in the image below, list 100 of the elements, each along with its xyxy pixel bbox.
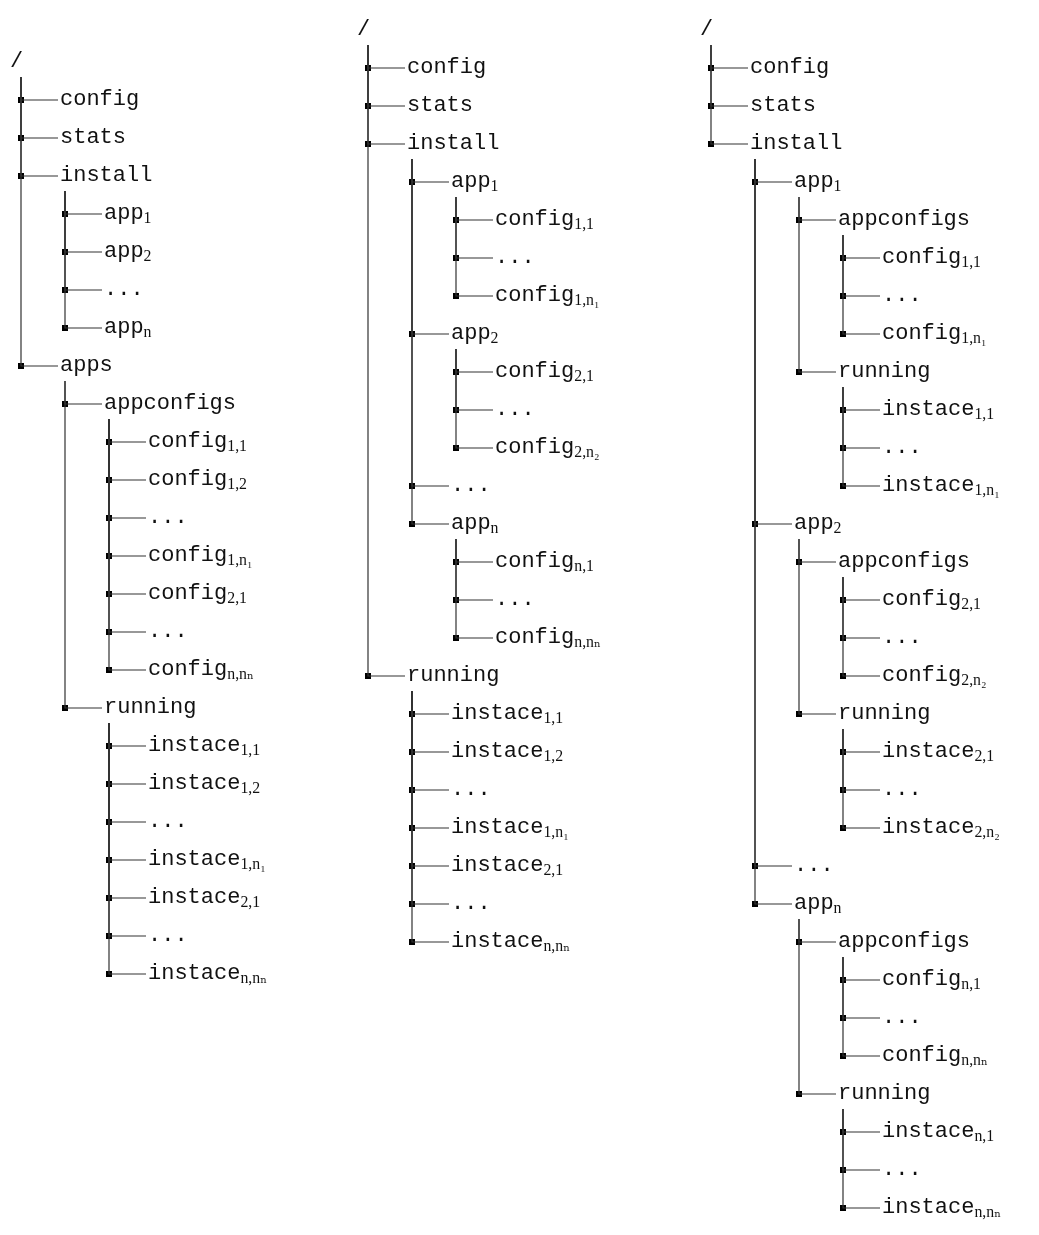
tree-item-label: config$_{n,nₙ}$: [148, 655, 254, 685]
tree-item-label: running: [838, 357, 931, 387]
tree-connector: [798, 196, 837, 373]
tree-item-label: app$_{2}$: [451, 319, 499, 349]
tree-item-label: ...: [882, 1155, 922, 1185]
tree-connector: [108, 722, 147, 975]
tree-item-label: config$_{1,1}$: [495, 205, 594, 235]
tree-item-label: ...: [451, 889, 491, 919]
tree-connector: [842, 956, 881, 1057]
tree-item-label: running: [838, 699, 931, 729]
tree-item-label: appconfigs: [838, 205, 971, 235]
tree-item-label: instace$_{n,nₙ}$: [148, 959, 268, 989]
tree-item-label: instace$_{n,nₙ}$: [882, 1193, 1002, 1223]
tree-item-label: appconfigs: [838, 927, 971, 957]
tree-item-label: ...: [148, 503, 188, 533]
root-directory-label: /: [357, 15, 371, 45]
tree-connector: [842, 386, 881, 487]
tree-item-label: config$_{2,1}$: [495, 357, 594, 387]
tree-item-label: running: [104, 693, 197, 723]
tree-item-label: config$_{1,1}$: [882, 243, 981, 273]
tree-item-label: instace$_{1,2}$: [451, 737, 564, 767]
tree-connector: [842, 728, 881, 829]
tree-connector: [455, 348, 494, 449]
tree-item-label: instace$_{1,1}$: [882, 395, 995, 425]
tree-item-label: ...: [104, 275, 144, 305]
tree-item-label: config$_{1,2}$: [148, 465, 247, 495]
tree-item-label: instace$_{2,1}$: [882, 737, 995, 767]
tree-item-label: running: [838, 1079, 931, 1109]
tree-item-label: app$_{1}$: [794, 167, 842, 197]
tree-item-label: ...: [882, 623, 922, 653]
tree-item-label: app$_{n}$: [794, 889, 842, 919]
tree-connector: [20, 76, 59, 367]
tree-item-label: config$_{2,n₂}$: [495, 433, 600, 463]
tree-item-label: app$_{n}$: [104, 313, 152, 343]
tree-item-label: running: [407, 661, 500, 691]
tree-item-label: config$_{2,1}$: [148, 579, 247, 609]
tree-connector: [367, 44, 406, 677]
tree-item-label: instace$_{1,1}$: [148, 731, 261, 761]
tree-item-label: config$_{n,1}$: [882, 965, 981, 995]
tree-item-label: config$_{1,1}$: [148, 427, 247, 457]
tree-item-label: ...: [148, 807, 188, 837]
tree-connector: [64, 190, 103, 329]
tree-item-label: stats: [60, 123, 126, 153]
tree-item-label: ...: [495, 585, 535, 615]
tree-item-label: config$_{1,n₁}$: [495, 281, 600, 311]
tree-connector: [842, 1108, 881, 1209]
root-directory-label: /: [700, 15, 714, 45]
tree-item-label: instace$_{2,n₂}$: [882, 813, 1000, 843]
tree-item-label: ...: [882, 775, 922, 805]
tree-item-label: app$_{1}$: [451, 167, 499, 197]
tree-connector: [411, 690, 450, 943]
tree-connector: [108, 418, 147, 671]
tree-item-label: stats: [407, 91, 473, 121]
tree-item-label: install: [750, 129, 843, 159]
tree-item-label: ...: [495, 243, 535, 273]
tree-item-label: ...: [794, 851, 834, 881]
tree-connector: [842, 234, 881, 335]
tree-item-label: config$_{1,n₁}$: [882, 319, 987, 349]
tree-item-label: config$_{2,n₂}$: [882, 661, 987, 691]
root-directory-label: /: [10, 47, 24, 77]
tree-item-label: config: [407, 53, 487, 83]
tree-item-label: config$_{n,nₙ}$: [495, 623, 601, 653]
tree-item-label: instace$_{1,2}$: [148, 769, 261, 799]
tree-item-label: ...: [451, 471, 491, 501]
tree-connector: [798, 538, 837, 715]
tree-item-label: instace$_{1,n₁}$: [882, 471, 1000, 501]
tree-item-label: ...: [882, 433, 922, 463]
tree-item-label: config$_{2,1}$: [882, 585, 981, 615]
tree-item-label: instace$_{2,1}$: [451, 851, 564, 881]
tree-item-label: ...: [495, 395, 535, 425]
tree-item-label: instace$_{1,n₁}$: [148, 845, 266, 875]
tree-item-label: config: [750, 53, 830, 83]
tree-item-label: app$_{n}$: [451, 509, 499, 539]
tree-connector: [710, 44, 749, 145]
tree-item-label: instace$_{n,nₙ}$: [451, 927, 571, 957]
tree-item-label: app$_{1}$: [104, 199, 152, 229]
tree-item-label: config$_{n,nₙ}$: [882, 1041, 988, 1071]
tree-item-label: ...: [882, 1003, 922, 1033]
tree-connector: [455, 196, 494, 297]
tree-connector: [455, 538, 494, 639]
tree-item-label: ...: [882, 281, 922, 311]
tree-item-label: apps: [60, 351, 113, 381]
tree-item-label: ...: [451, 775, 491, 805]
tree-connector: [64, 380, 103, 709]
tree-item-label: stats: [750, 91, 816, 121]
tree-item-label: config$_{n,1}$: [495, 547, 594, 577]
tree-connector: [842, 576, 881, 677]
tree-item-label: app$_{2}$: [794, 509, 842, 539]
tree-item-label: instace$_{2,1}$: [148, 883, 261, 913]
tree-item-label: app$_{2}$: [104, 237, 152, 267]
tree-item-label: install: [60, 161, 153, 191]
tree-item-label: ...: [148, 617, 188, 647]
tree-item-label: install: [407, 129, 500, 159]
tree-item-label: instace$_{1,1}$: [451, 699, 564, 729]
tree-connector: [798, 918, 837, 1095]
tree-item-label: appconfigs: [104, 389, 237, 419]
tree-item-label: appconfigs: [838, 547, 971, 577]
tree-item-label: instace$_{1,n₁}$: [451, 813, 569, 843]
tree-item-label: ...: [148, 921, 188, 951]
tree-item-label: config$_{1,n₁}$: [148, 541, 253, 571]
